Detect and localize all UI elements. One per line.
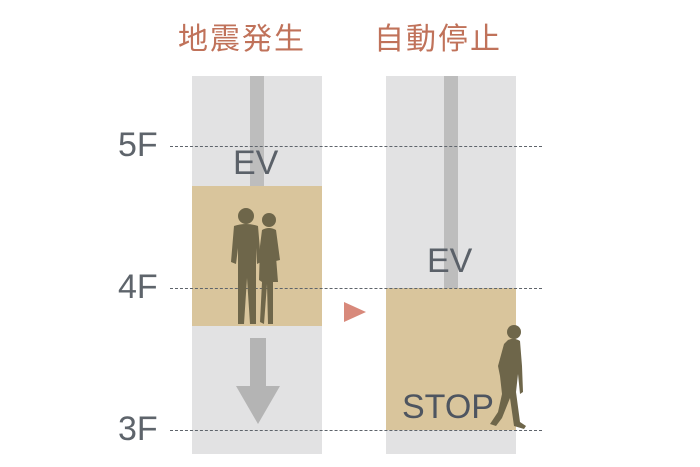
couple-silhouette-icon	[226, 204, 288, 326]
floor-label-5f: 5F	[118, 126, 158, 164]
floor-line-3f	[170, 430, 542, 431]
right-elevator-cable	[444, 76, 458, 288]
floor-line-5f	[170, 146, 542, 147]
play-triangle-icon	[344, 302, 366, 322]
ev-label-left: EV	[233, 144, 279, 182]
down-arrow-icon	[236, 338, 280, 424]
walking-person-icon	[476, 322, 532, 432]
stop-label: STOP	[402, 388, 494, 426]
left-elevator-cable	[250, 76, 264, 186]
floor-label-3f: 3F	[118, 410, 158, 448]
ev-label-right: EV	[427, 242, 473, 280]
heading-auto-stop: 自動停止	[374, 22, 502, 57]
heading-earthquake: 地震発生	[178, 22, 306, 57]
right-elevator-car	[386, 288, 516, 430]
floor-label-4f: 4F	[118, 268, 158, 306]
floor-line-4f	[170, 288, 542, 289]
